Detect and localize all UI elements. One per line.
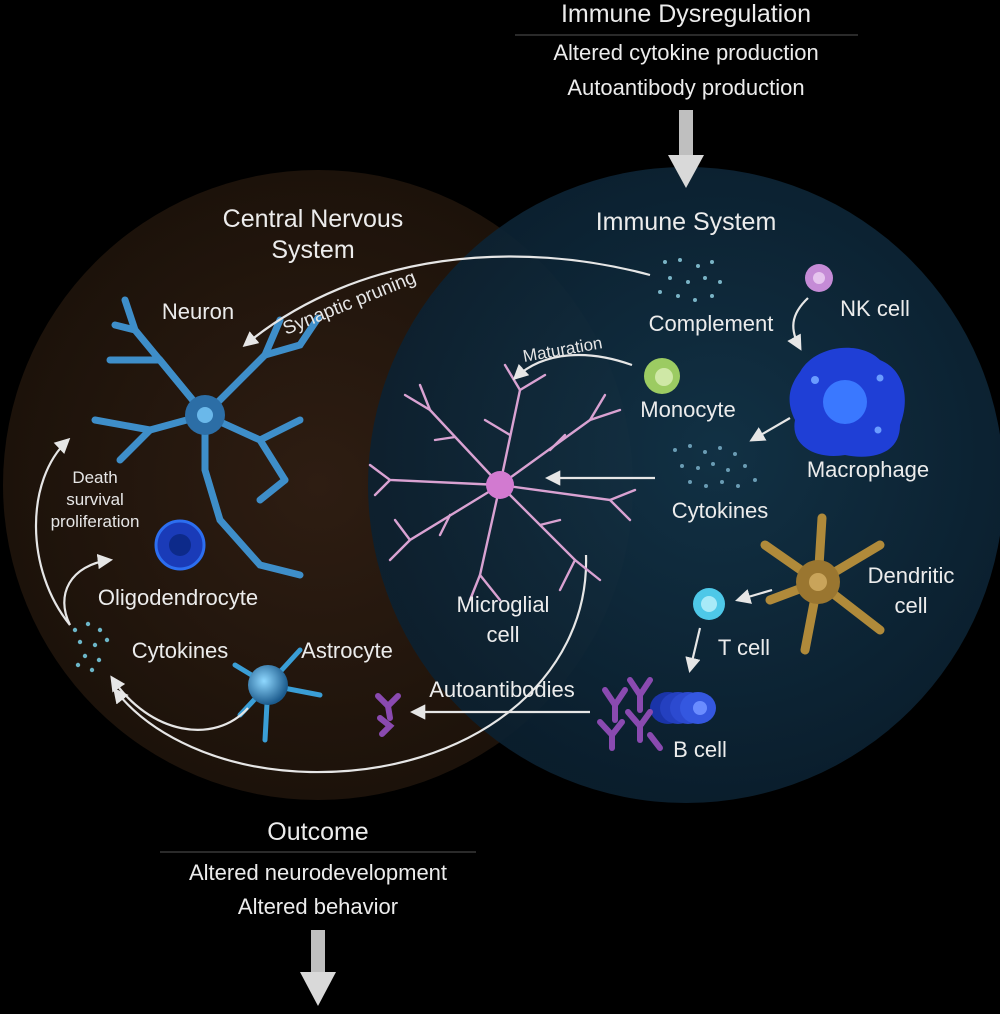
macrophage-vesicle: [874, 426, 882, 434]
monocyte-label: Monocyte: [640, 397, 735, 422]
macrophage-label: Macrophage: [807, 457, 929, 482]
immune-cytokines-label: Cytokines: [672, 498, 769, 523]
complement-dots: [658, 258, 722, 302]
maturation-arrow: [512, 353, 633, 381]
macrophage-vesicle: [876, 374, 884, 382]
nk-cell-label: NK cell: [840, 296, 910, 321]
astrocyte-label: Astrocyte: [301, 638, 393, 663]
immune-system-circle: [368, 167, 1000, 803]
top-down-arrow: [668, 110, 704, 188]
microglial-soma: [486, 471, 514, 499]
cns-title-2: System: [271, 236, 354, 264]
outcome-line-1: Altered neurodevelopment: [189, 860, 447, 885]
b-cell-label: B cell: [673, 737, 727, 762]
microglial-label-1: Microglial: [457, 592, 550, 617]
survival-label: survival: [66, 490, 124, 509]
macrophage-nucleus: [823, 380, 867, 424]
cns-title-1: Central Nervous: [223, 205, 404, 233]
death-survival-arrow: [34, 437, 71, 626]
oligodendrocyte-label: Oligodendrocyte: [98, 585, 258, 610]
immune-system-title: Immune System: [596, 208, 777, 236]
immune-cytokines-dots: [673, 444, 757, 488]
microglial-label-2: cell: [486, 622, 519, 647]
t-cell-nucleus: [701, 596, 717, 612]
tcell-to-bcell-arrow: [685, 627, 702, 673]
nk-cell-nucleus: [813, 272, 825, 284]
top-title: Immune Dysregulation: [561, 0, 811, 28]
neuron-nucleus: [197, 407, 213, 423]
death-label: Death: [72, 468, 117, 487]
t-cell-label: T cell: [718, 635, 770, 660]
dendritic-label-2: cell: [894, 593, 927, 618]
oligodendrocyte-arrow: [63, 553, 114, 626]
dendritic-label-1: Dendritic: [868, 563, 955, 588]
proliferation-label: proliferation: [51, 512, 140, 531]
autoantibody-icon: [375, 693, 401, 737]
b-cell-illustration: [650, 692, 716, 724]
neuron-label: Neuron: [162, 299, 234, 324]
dendritic-to-tcell-arrow: [735, 588, 773, 604]
top-line-2: Autoantibody production: [567, 75, 804, 100]
cns-cytokines-label: Cytokines: [132, 638, 229, 663]
oligodendrocyte-nucleus: [169, 534, 191, 556]
neuron-illustration: [91, 296, 322, 579]
outcome-line-2: Altered behavior: [238, 894, 398, 919]
microglia-return-arrow: [113, 554, 588, 774]
astrocyte-cell: [248, 665, 288, 705]
top-line-1: Altered cytokine production: [553, 40, 818, 65]
macrophage-vesicle: [811, 376, 819, 384]
cns-cytokines-dots: [72, 621, 110, 673]
synaptic-pruning-arrow: [242, 255, 651, 347]
autoantibodies-label: Autoantibodies: [429, 677, 575, 702]
outcome-title: Outcome: [267, 818, 368, 846]
nk-to-macrophage-arrow: [787, 297, 809, 351]
antibody-cluster: [597, 677, 663, 751]
dendritic-cell-nucleus: [809, 573, 827, 591]
macrophage-to-cytokines-arrow: [749, 417, 791, 442]
microglial-cell-illustration: [368, 363, 637, 602]
complement-label: Complement: [649, 311, 774, 336]
monocyte-nucleus: [655, 368, 673, 386]
outcome-down-arrow: [300, 930, 336, 1006]
